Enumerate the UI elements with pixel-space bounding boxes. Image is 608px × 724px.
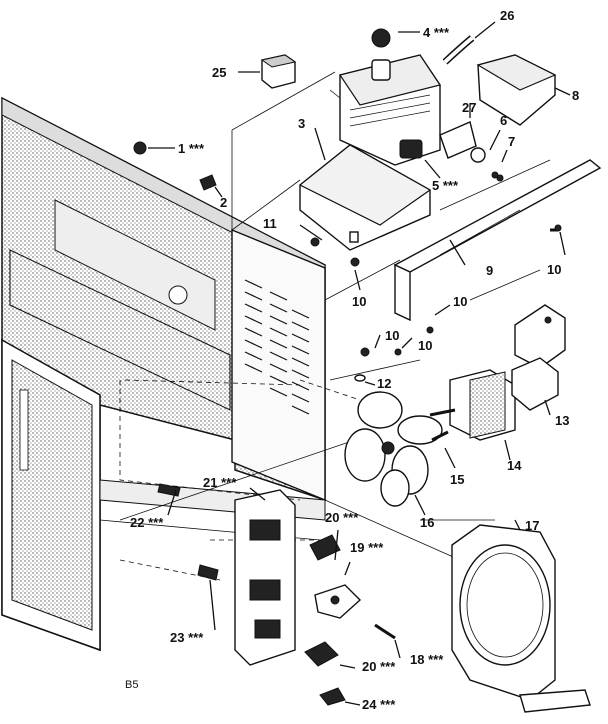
label-19: 19 ***	[350, 540, 384, 555]
label-10-mid: 10	[352, 294, 366, 309]
label-11: 11	[263, 216, 277, 231]
label-20-top: 20 ***	[325, 510, 359, 525]
screws	[133, 141, 562, 706]
label-7: 7	[508, 134, 515, 149]
label-14: 14	[507, 458, 522, 473]
thermal-protector	[439, 121, 499, 179]
fan-motor	[429, 369, 516, 441]
fan-blade	[344, 391, 443, 507]
label-8: 8	[572, 88, 579, 103]
label-10-right: 10	[547, 262, 561, 277]
support-rail	[393, 159, 602, 322]
label-17: 17	[525, 518, 539, 533]
switch-middle	[314, 584, 362, 619]
switch-bottom	[304, 641, 339, 667]
label-18: 18 ***	[410, 652, 444, 667]
callout-arrows	[148, 21, 571, 706]
label-13: 13	[555, 413, 569, 428]
label-22: 22 ***	[130, 515, 164, 530]
label-27: 27	[462, 100, 476, 115]
label-2: 2	[220, 195, 227, 210]
cover-bracket	[298, 144, 432, 251]
label-16: 16	[420, 515, 434, 530]
label-21: 21 ***	[203, 475, 237, 490]
callout-labels: 1 *** 2 3 4 *** 5 *** 6 7 8 9 10 10 10 1…	[125, 8, 579, 712]
label-15: 15	[450, 472, 464, 487]
label-3: 3	[298, 116, 305, 131]
label-26: 26	[500, 8, 514, 23]
switch-top	[309, 534, 341, 561]
label-10-low: 10	[385, 328, 399, 343]
label-10-rail: 10	[453, 294, 467, 309]
label-4: 4 ***	[423, 25, 450, 40]
air-duct	[476, 54, 557, 126]
drawing-code: B5	[125, 679, 138, 691]
label-12: 12	[377, 376, 391, 391]
filter-cube	[260, 54, 297, 89]
magnetron	[339, 28, 441, 166]
label-20-bottom: 20 ***	[362, 659, 396, 674]
label-24: 24 ***	[362, 697, 396, 712]
label-10-screw: 10	[418, 338, 432, 353]
motor-bracket	[511, 304, 566, 411]
label-23: 23 ***	[170, 630, 204, 645]
label-1: 1 ***	[178, 141, 205, 156]
switch-bracket	[234, 489, 296, 666]
label-25: 25	[212, 65, 226, 80]
label-9: 9	[486, 263, 493, 278]
fan-shroud	[451, 524, 591, 713]
label-6: 6	[500, 113, 507, 128]
label-5: 5 ***	[432, 178, 459, 193]
